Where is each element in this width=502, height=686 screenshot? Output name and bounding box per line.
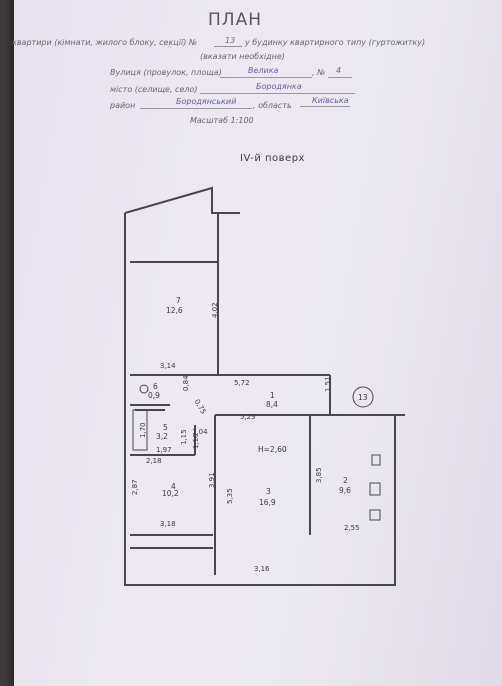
- district-label: район: [110, 101, 136, 110]
- dim-535: 5,35: [226, 488, 234, 504]
- dim-7-height: 4,02: [211, 302, 219, 318]
- dim-075: 0,75: [193, 398, 208, 416]
- bathtub-shape: [132, 409, 148, 451]
- dim-170: 1,70: [139, 422, 147, 438]
- plan-sheet: [14, 0, 502, 686]
- floor-title: IV-й поверх: [240, 153, 305, 164]
- dim-287: 2,87: [131, 479, 139, 495]
- dim-7-width: 3,14: [160, 362, 176, 370]
- sink-icon: [369, 509, 381, 521]
- apartment-line-suffix: у будинку квартирного типу (гуртожитку): [245, 38, 426, 47]
- room-6-number: 6: [153, 382, 158, 391]
- dim-391: 3,91: [208, 472, 216, 488]
- city-value: Бородянка: [256, 82, 302, 91]
- dim-218: 2,18: [146, 457, 162, 465]
- room-1-area: 8,4: [266, 400, 278, 409]
- house-label: , №: [312, 68, 326, 77]
- room-6-area: 0,9: [148, 391, 160, 400]
- dim-523: 5,23: [240, 413, 256, 421]
- dim-197: 1,97: [156, 446, 172, 454]
- house-value: 4: [336, 66, 342, 75]
- room-2-number: 2: [343, 476, 348, 485]
- room-7-area: 12,6: [166, 306, 183, 315]
- apartment-marker-circle: [352, 386, 374, 408]
- room-3-number: 3: [266, 487, 271, 496]
- room-5-number: 5: [163, 423, 168, 432]
- room-4-area: 10,2: [162, 489, 179, 498]
- scale-label: Масштаб 1:100: [190, 116, 254, 125]
- dim-151: 1,51: [324, 376, 332, 392]
- dim-115: 1,15: [180, 429, 188, 445]
- dim-318: 3,18: [160, 520, 176, 528]
- dim-316: 3,16: [254, 565, 270, 573]
- room-7-number: 7: [176, 296, 181, 305]
- region-label: , область: [253, 101, 292, 110]
- outer-wall: [124, 213, 405, 586]
- room-2-area: 9,6: [339, 486, 351, 495]
- stove-icon: [369, 482, 381, 496]
- dim-110: 1,10: [192, 433, 200, 449]
- floor-plan: 7 12,6 1 8,4 6 0,9 5 3,2 4 10,2 3 16,9 2…: [124, 186, 405, 586]
- toilet-icon: [139, 384, 149, 394]
- district-value: Бородянський: [176, 97, 237, 106]
- room-3-area: 16,9: [259, 498, 276, 507]
- apartment-line-prefix: квартири (кімнати, жилого блоку, секції)…: [12, 38, 198, 47]
- room-5-area: 3,2: [156, 432, 168, 441]
- plan-title: ПЛАН: [208, 10, 262, 30]
- room-4-number: 4: [171, 482, 176, 491]
- region-value: Київська: [312, 96, 349, 105]
- dim-255: 2,55: [344, 524, 360, 532]
- dim-385: 3,85: [315, 467, 323, 483]
- apartment-number: 13: [225, 36, 236, 45]
- room-1-number: 1: [270, 391, 275, 400]
- balcony-top-wall: [124, 186, 240, 214]
- street-value: Велика: [248, 66, 279, 75]
- city-label: місто (селище, село): [110, 85, 198, 94]
- apartment-marker-number: 13: [358, 393, 368, 402]
- kitchen-fixture-icon: [371, 454, 381, 466]
- dim-104: 1,04: [192, 428, 208, 436]
- dim-084: 0,84: [182, 375, 190, 391]
- apartment-line-note: (вказати необхідне): [200, 52, 285, 61]
- street-label: Вулиця (провулок, площа): [110, 68, 222, 77]
- dim-corridor-length: 5,72: [234, 379, 250, 387]
- ceiling-height: H=2,60: [258, 445, 287, 454]
